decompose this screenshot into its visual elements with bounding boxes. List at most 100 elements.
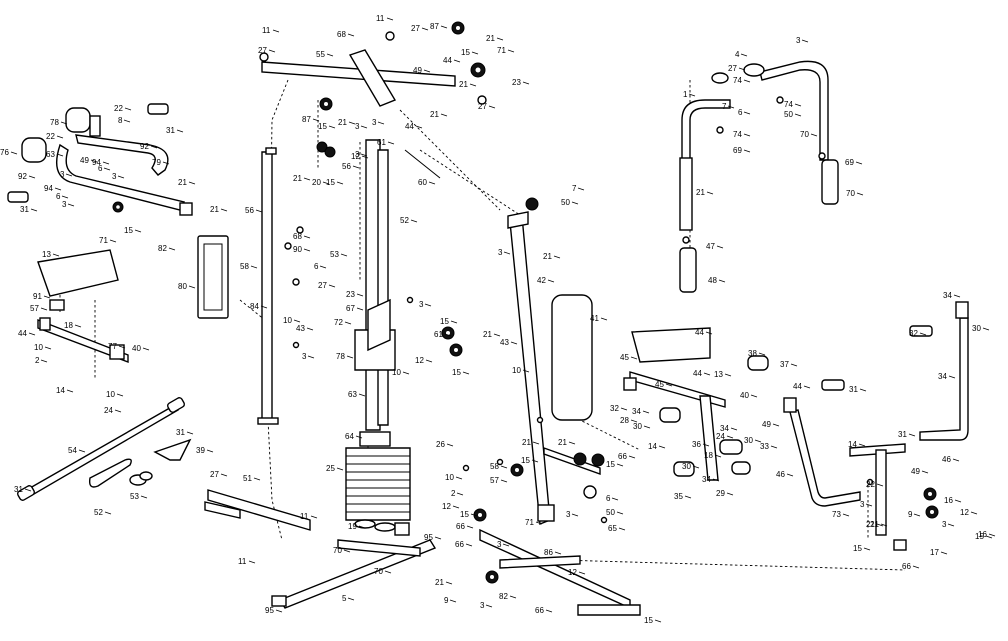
leader-line [44,346,52,350]
leader-line [328,284,336,288]
leader-line [142,347,150,351]
part-label: 18 [64,321,73,330]
leader-line [176,129,184,133]
leader-line [361,155,369,159]
leader-line [706,191,714,195]
leader-line [453,59,461,63]
fasteners [284,226,874,524]
part-label: 66 [902,562,911,571]
leader-line [186,431,194,435]
leader-line [485,604,493,608]
part-label: 40 [740,391,749,400]
leader-line [726,492,734,496]
leader-line [856,192,864,196]
part-label: 78 [336,352,345,361]
leader-line [855,161,863,165]
leader-line [103,167,111,171]
leader-line [658,445,666,449]
leader-line [352,165,360,169]
leader-line [428,181,436,185]
part-label: 43 [296,324,305,333]
part-label: 69 [845,158,854,167]
butterfly-arms [679,60,839,293]
leader-line [790,363,798,367]
part-label: 58 [240,262,249,271]
leader-line [60,121,68,125]
leader-line [758,352,766,356]
part-label: 57 [490,476,499,485]
leader-line [522,369,530,373]
part-label: 91 [33,292,42,301]
part-label: 74 [733,130,742,139]
leader-line [684,495,692,499]
part-label: 70 [800,130,809,139]
leader-line [880,523,888,527]
part-label: 66 [618,452,627,461]
part-label: 72 [334,318,343,327]
leader-line [702,443,710,447]
leader-line [919,332,927,336]
leader-line [445,581,453,585]
part-label: 30 [744,436,753,445]
part-label: 49 [911,467,920,476]
part-label: 73 [832,510,841,519]
leader-line [688,93,696,97]
leader-line [78,449,86,453]
leader-line [415,125,423,129]
leader-line [600,317,608,321]
leader-line [988,533,996,537]
part-label: 32 [909,329,918,338]
part-label: 70 [846,189,855,198]
leader-line [507,49,515,53]
leader-line [500,465,508,469]
part-label: 15 [460,510,469,519]
part-label: 21 [293,174,302,183]
leader-line [705,331,713,335]
part-label: 17 [930,548,939,557]
part-label: 60 [418,178,427,187]
part-label: 11 [262,26,271,35]
leader-line [358,393,366,397]
leader-line [921,470,929,474]
leader-line [547,279,555,283]
leader-line [750,394,758,398]
part-label: 49 [413,66,422,75]
leader-line [488,105,496,109]
part-label: 66 [535,606,544,615]
part-label: 3 [796,36,801,45]
leader-line [859,388,867,392]
part-label: 19 [348,522,357,531]
leader-line [346,355,354,359]
part-label: 36 [692,440,701,449]
part-label: 61 [434,330,443,339]
leader-line [616,463,624,467]
part-label: 30 [682,462,691,471]
part-label: 9 [444,596,449,605]
part-label: 34 [943,291,952,300]
leader-line [30,208,38,212]
part-label: 43 [500,338,509,347]
leader-line [340,253,348,257]
part-label: 10 [106,390,115,399]
part-label: 28 [620,416,629,425]
part-label: 82 [499,592,508,601]
leader-line [726,435,734,439]
leader-line [61,195,69,199]
leader-line [109,239,117,243]
leader-line [40,307,48,311]
part-label: 86 [544,548,553,557]
part-label: 3 [860,500,865,509]
lower-pulleys [441,197,539,584]
part-label: 7 [572,184,577,193]
leader-line [571,513,579,517]
leader-line [522,81,530,85]
part-label: 14 [56,386,65,395]
leader-line [248,560,256,564]
leader-line [794,103,802,107]
part-label: 3 [62,200,67,209]
leader-line [40,359,48,363]
leader-line [571,201,579,205]
part-label: 15 [318,122,327,131]
leader-line [743,79,751,83]
part-label: 53 [130,492,139,501]
